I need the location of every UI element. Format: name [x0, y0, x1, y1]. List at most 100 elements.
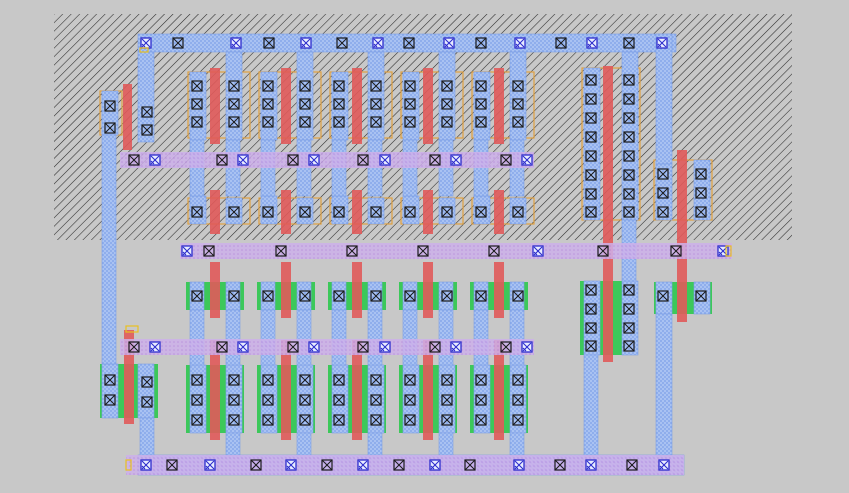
contact-cut: [104, 122, 116, 134]
contact-cut: [657, 206, 669, 218]
contact-cut: [404, 394, 416, 406]
metal2-wire: [120, 152, 534, 168]
metal1-wire: [101, 134, 117, 365]
contact-cut: [228, 394, 240, 406]
contact-cut: [191, 116, 203, 128]
contact-cut: [203, 245, 215, 257]
contact-cut: [585, 112, 597, 124]
contact-cut: [623, 150, 635, 162]
via-cut: [285, 459, 297, 471]
contact-cut: [370, 290, 382, 302]
contact-cut: [623, 131, 635, 143]
contact-cut: [370, 116, 382, 128]
contact-cut: [141, 124, 153, 136]
via-cut: [658, 459, 670, 471]
contact-cut: [370, 374, 382, 386]
contact-cut: [104, 100, 116, 112]
metal1-wire: [583, 354, 599, 456]
via-cut: [357, 459, 369, 471]
contact-cut: [441, 290, 453, 302]
contact-cut: [441, 374, 453, 386]
contact-cut: [623, 340, 635, 352]
poly-gate: [210, 190, 220, 234]
contact-cut: [333, 206, 345, 218]
contact-cut: [104, 394, 116, 406]
contact-cut: [441, 394, 453, 406]
contact-cut: [141, 376, 153, 388]
metal1-wire: [296, 281, 312, 311]
contact-cut: [475, 394, 487, 406]
contact-cut: [585, 131, 597, 143]
contact-cut: [262, 394, 274, 406]
poly-gate: [281, 190, 291, 234]
contact-cut: [287, 341, 299, 353]
contact-cut: [429, 341, 441, 353]
poly-gate: [677, 150, 687, 322]
contact-cut: [228, 414, 240, 426]
metal1-wire: [402, 309, 418, 366]
poly-gate: [423, 340, 433, 440]
contact-cut: [512, 394, 524, 406]
contact-cut: [166, 459, 178, 471]
contact-cut: [512, 414, 524, 426]
pin-layer: [125, 47, 732, 471]
metal1-wire: [189, 309, 205, 366]
metal1-wire: [367, 281, 383, 311]
via-cut: [513, 459, 525, 471]
contact-cut: [141, 396, 153, 408]
via-cut: [585, 459, 597, 471]
contact-cut: [623, 169, 635, 181]
contact-cut: [585, 188, 597, 200]
metal1-wire: [225, 197, 243, 225]
contact-cut: [464, 459, 476, 471]
contact-cut: [191, 290, 203, 302]
metal1-wire: [296, 197, 314, 225]
contact-cut: [475, 206, 487, 218]
contact-cut: [657, 168, 669, 180]
via-cut: [308, 154, 320, 166]
contact-cut: [623, 303, 635, 315]
contact-cut: [404, 80, 416, 92]
contact-cut: [216, 341, 228, 353]
contact-cut: [441, 116, 453, 128]
contact-cut: [299, 116, 311, 128]
metal1-wire: [438, 281, 454, 311]
contact-cut: [191, 98, 203, 110]
contact-cut: [228, 290, 240, 302]
metal1-wire: [367, 197, 385, 225]
contact-cut: [488, 245, 500, 257]
contact-cut: [336, 37, 348, 49]
metal1-wire: [583, 67, 601, 221]
contact-cut: [262, 290, 274, 302]
pin-marker: [725, 245, 732, 257]
contact-cut: [500, 154, 512, 166]
contact-cut: [657, 187, 669, 199]
poly-gate: [281, 340, 291, 440]
poly-gate: [281, 68, 291, 144]
contact-cut: [512, 206, 524, 218]
contact-cut: [262, 98, 274, 110]
contact-cut: [585, 169, 597, 181]
contact-cut: [262, 374, 274, 386]
via-cut: [443, 37, 455, 49]
contact-cut: [597, 245, 609, 257]
metal1-wire: [139, 417, 155, 456]
contact-cut: [404, 98, 416, 110]
contact-cut: [191, 206, 203, 218]
poly-gate: [494, 68, 504, 144]
contact-cut: [262, 414, 274, 426]
via-layer: [140, 37, 729, 471]
contact-cut: [191, 394, 203, 406]
contact-cut: [299, 290, 311, 302]
contact-cut: [623, 188, 635, 200]
via-cut: [450, 341, 462, 353]
contact-cut: [404, 290, 416, 302]
contact-cut: [263, 37, 275, 49]
contact-cut: [695, 187, 707, 199]
poly-gate: [494, 340, 504, 440]
via-cut: [379, 154, 391, 166]
poly-gate: [123, 84, 132, 150]
contact-cut: [512, 374, 524, 386]
contact-cut: [417, 245, 429, 257]
contact-cut: [512, 80, 524, 92]
